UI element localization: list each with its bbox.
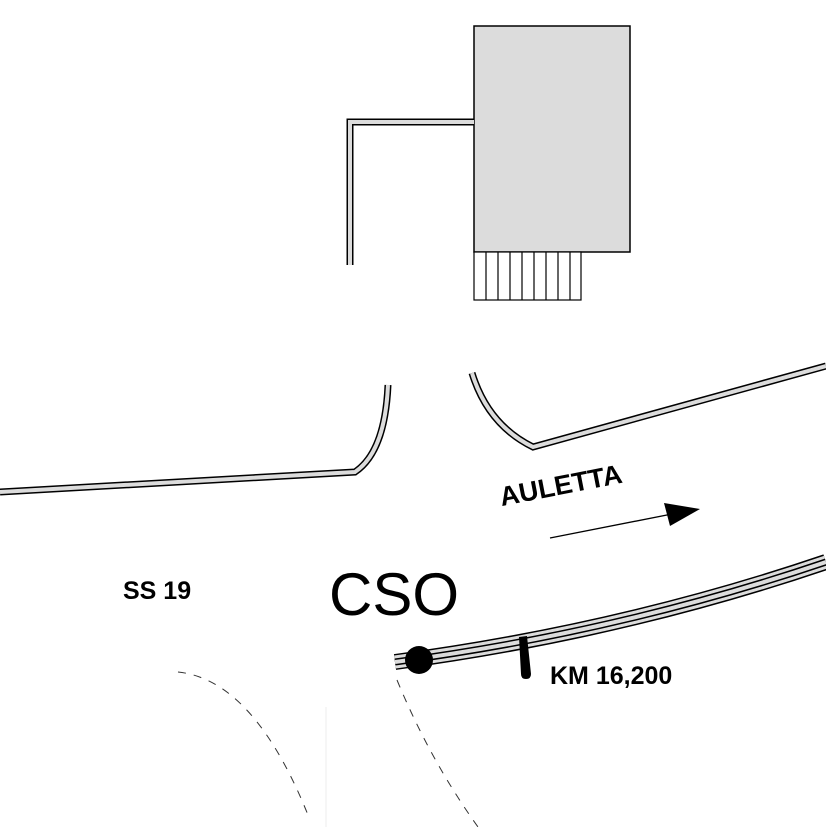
km-marker-label: KM 16,200 <box>550 662 673 690</box>
driveway <box>346 118 474 265</box>
guardrail <box>393 554 826 670</box>
road-edge-right <box>468 362 826 451</box>
km-marker-icon <box>519 636 531 679</box>
location-dot-icon <box>405 646 433 674</box>
road-name-label: SS 19 <box>123 577 192 605</box>
building-steps <box>473 251 582 301</box>
road-edge-left <box>0 384 392 496</box>
building <box>473 25 631 253</box>
arrow-right-icon <box>549 503 700 539</box>
dashed-track <box>177 671 479 827</box>
site-code-label: CSO <box>329 561 460 628</box>
